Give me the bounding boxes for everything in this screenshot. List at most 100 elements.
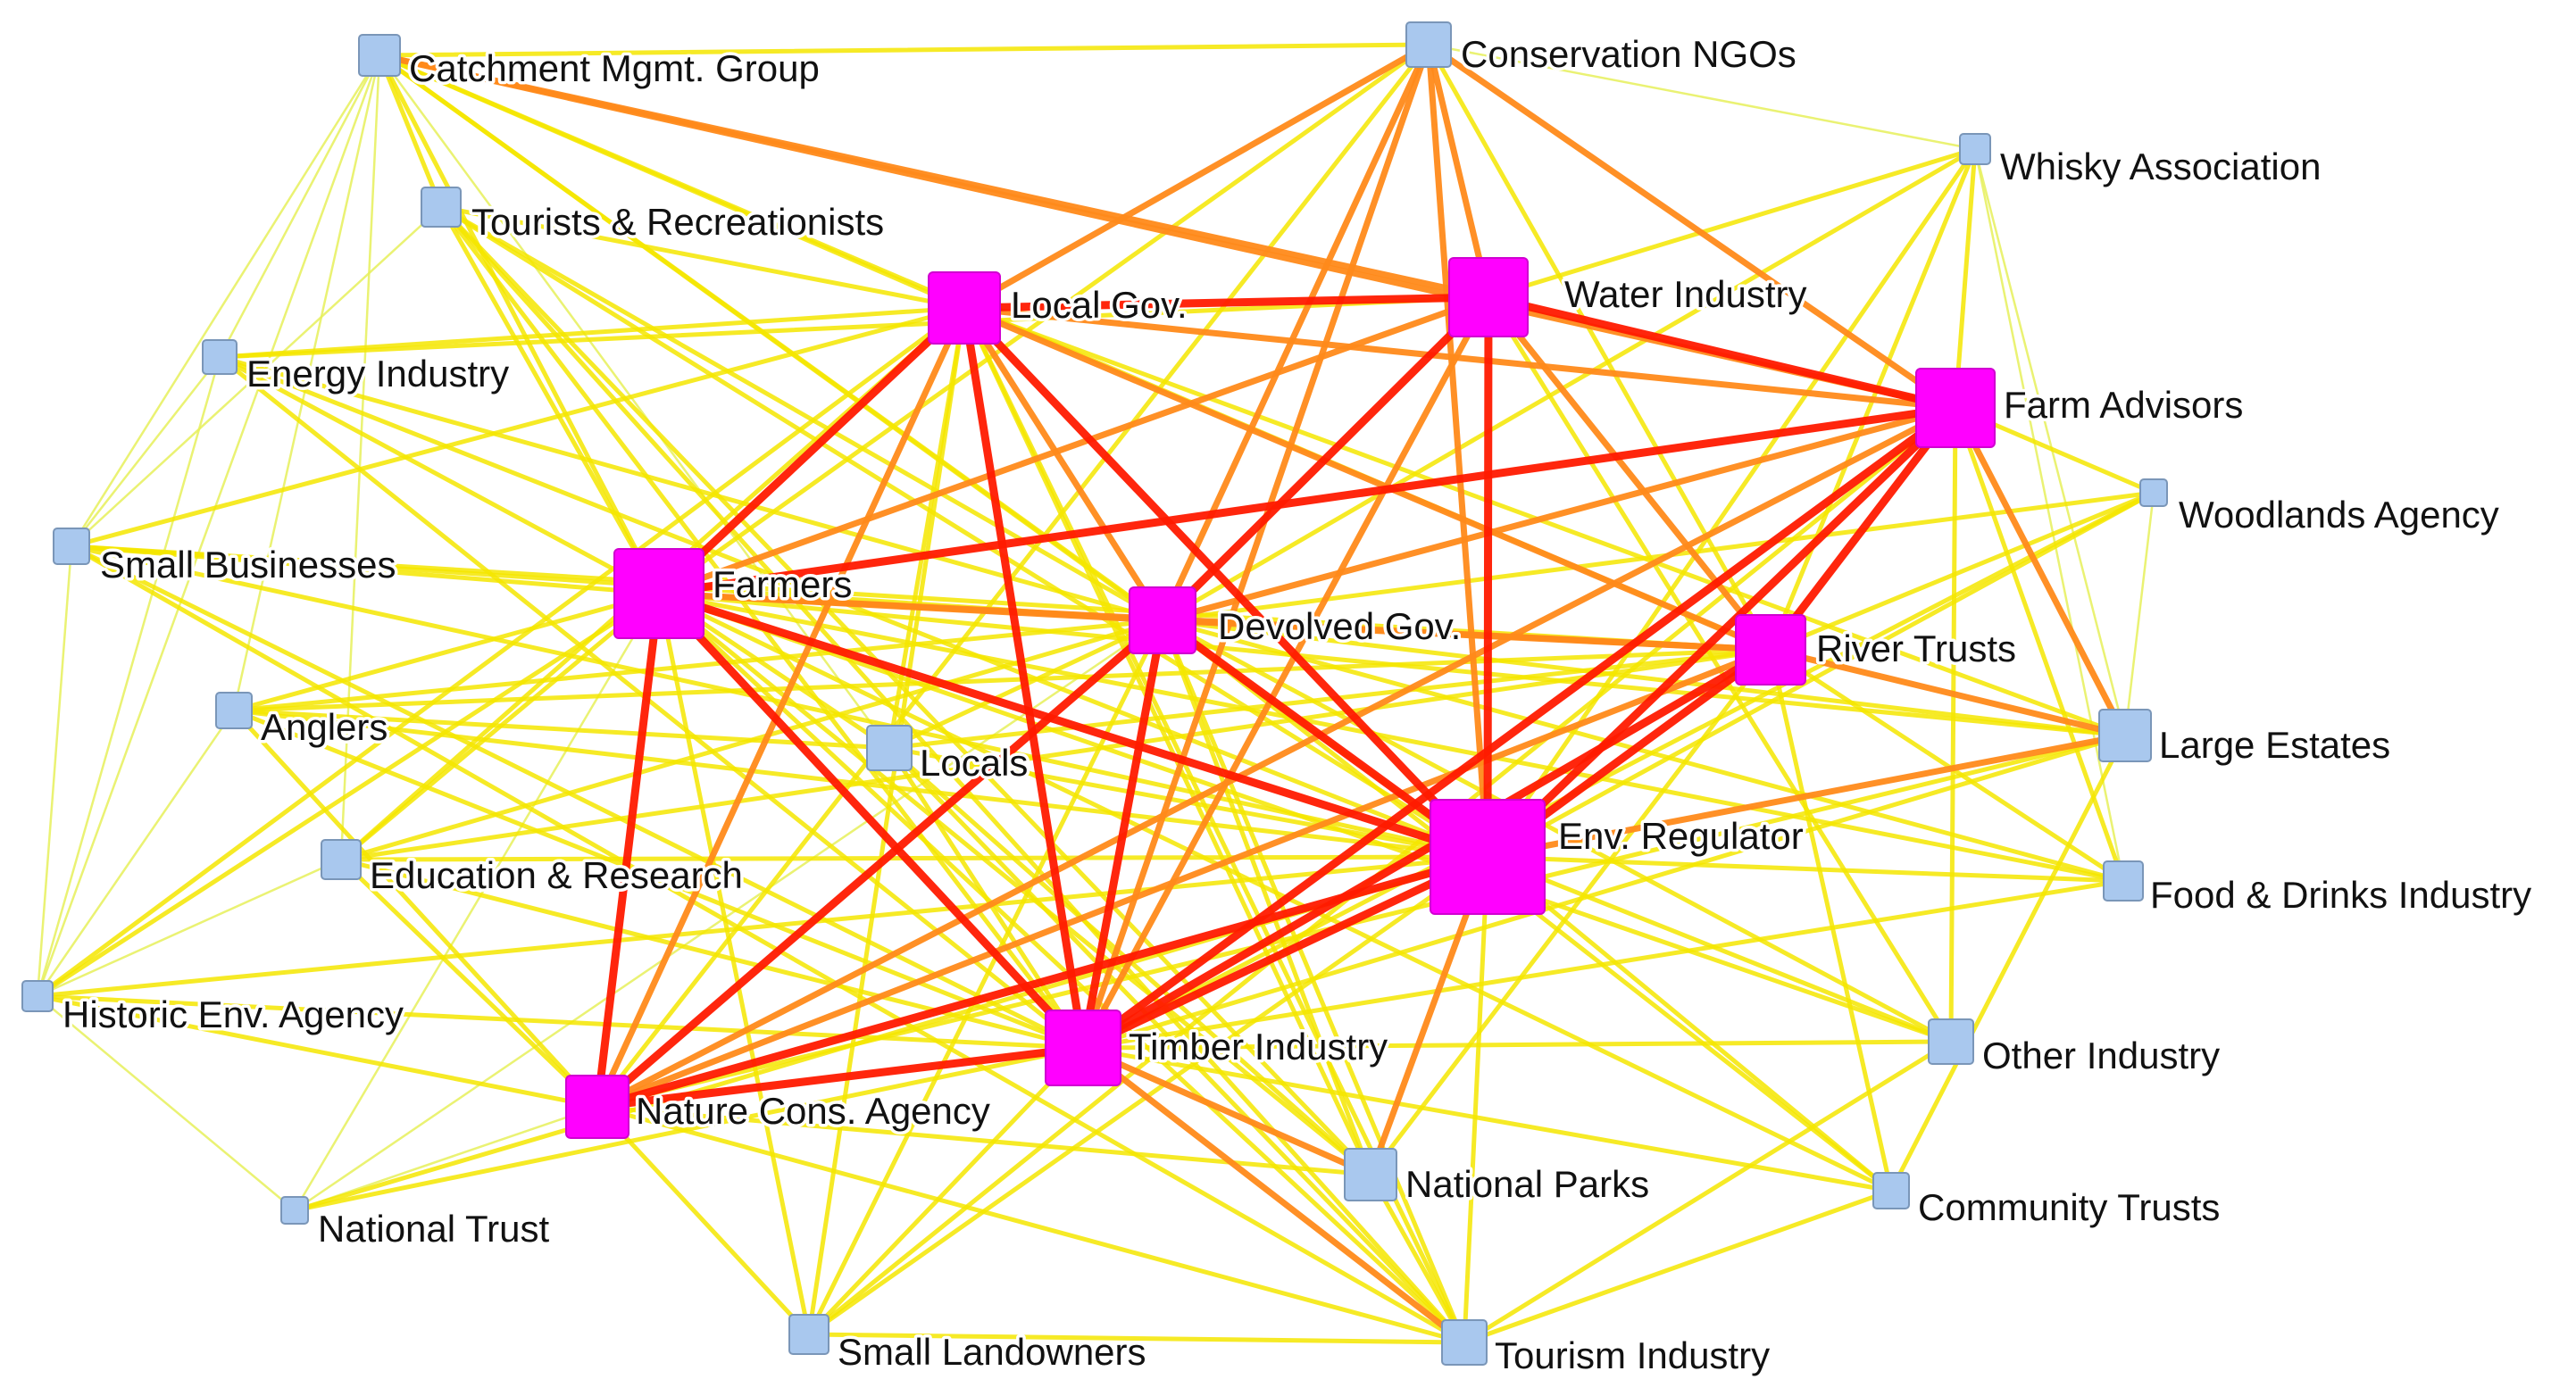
edge-conservation_ngos-farm_advisors <box>1425 41 1959 411</box>
node-label-local_gov: Local Gov. <box>1011 284 1188 326</box>
edge-anglers-devolved_gov <box>231 618 1165 713</box>
node-farm_advisors[interactable] <box>1915 368 1996 448</box>
edge-education-historic <box>36 858 343 998</box>
edge-food_drinks-timber <box>1080 878 2126 1051</box>
edge-env_regulator-timber <box>1079 852 1492 1052</box>
edge-conservation_ngos-env_regulator <box>1425 41 1491 860</box>
edge-whisky-large_estates <box>1973 147 2127 737</box>
node-energy[interactable] <box>202 339 238 375</box>
node-river_trusts[interactable] <box>1735 614 1806 686</box>
edge-farm_advisors-devolved_gov <box>1159 404 1959 624</box>
node-label-devolved_gov: Devolved Gov. <box>1218 605 1461 647</box>
edge-other_industry-farmers <box>656 591 1954 1044</box>
edge-tourism-farmers <box>656 591 1467 1345</box>
node-env_regulator[interactable] <box>1430 799 1546 915</box>
node-devolved_gov[interactable] <box>1129 586 1196 654</box>
node-label-water_industry: Water Industry <box>1564 273 1807 315</box>
edge-anglers-timber <box>231 708 1086 1051</box>
edge-small_business-env_regulator <box>69 544 1490 860</box>
edge-whisky-devolved_gov <box>1160 146 1978 623</box>
node-water_industry[interactable] <box>1448 257 1529 337</box>
edge-water_industry-farmers <box>655 294 1492 597</box>
node-label-national_trust: National Trust <box>318 1208 549 1250</box>
edge-river_trusts-nature_cons <box>594 646 1774 1110</box>
node-label-woodlands: Woodlands Agency <box>2179 494 2499 536</box>
node-label-locals: Locals <box>920 742 1028 784</box>
edge-catchment-historic <box>36 54 381 998</box>
node-timber[interactable] <box>1045 1010 1121 1086</box>
edge-other_industry-timber <box>1080 1039 1954 1051</box>
node-label-env_regulator: Env. Regulator <box>1558 815 1804 857</box>
edge-farm_advisors-farmers <box>654 403 1960 598</box>
node-label-education: Education & Research <box>370 854 743 896</box>
edge-devolved_gov-nature_cons <box>593 616 1167 1111</box>
node-large_estates[interactable] <box>2098 709 2152 762</box>
edge-water_industry-timber <box>1080 294 1492 1051</box>
node-national_trust[interactable] <box>280 1196 309 1225</box>
node-anglers[interactable] <box>215 692 253 729</box>
node-catchment[interactable] <box>358 34 401 77</box>
edge-anglers-nature_cons <box>231 708 600 1109</box>
node-label-river_trusts: River Trusts <box>1816 627 2016 669</box>
node-historic[interactable] <box>21 980 54 1012</box>
node-community_trusts[interactable] <box>1872 1172 1910 1209</box>
edge-conservation_ngos-local_gov <box>961 41 1432 312</box>
node-label-large_estates: Large Estates <box>2159 724 2390 766</box>
node-education[interactable] <box>321 839 362 880</box>
edge-devolved_gov-timber <box>1079 616 1167 1052</box>
edge-national_parks-nature_cons <box>595 1104 1373 1177</box>
node-locals[interactable] <box>866 725 913 771</box>
edge-water_industry-river_trusts <box>1485 294 1774 653</box>
node-tourists[interactable] <box>421 187 462 228</box>
node-small_business[interactable] <box>53 528 90 565</box>
edge-anglers-farmers <box>231 591 662 713</box>
edge-small_landowners-local_gov <box>806 305 967 1337</box>
node-farmers[interactable] <box>613 548 704 639</box>
node-local_gov[interactable] <box>928 271 1001 345</box>
node-food_drinks[interactable] <box>2103 860 2144 902</box>
edge-catchment-small_business <box>70 54 381 548</box>
edge-food_drinks-env_regulator <box>1485 854 2126 884</box>
edge-historic-farmers <box>35 591 662 999</box>
edge-conservation_ngos-devolved_gov <box>1159 41 1432 624</box>
node-tourism[interactable] <box>1441 1319 1488 1366</box>
edge-whisky-farm_advisors <box>1953 146 1978 411</box>
node-national_parks[interactable] <box>1344 1148 1397 1201</box>
node-nature_cons[interactable] <box>565 1075 629 1139</box>
edge-woodlands-large_estates <box>2123 491 2155 737</box>
edge-conservation_ngos-timber <box>1080 41 1432 1051</box>
edge-water_industry-farm_advisors <box>1484 293 1960 412</box>
edge-env_regulator-farmers <box>654 589 1492 861</box>
edge-education-devolved_gov <box>338 618 1165 862</box>
edge-farmers-nature_cons <box>593 589 663 1111</box>
node-label-farmers: Farmers <box>713 563 852 605</box>
edge-catchment-farmers <box>377 53 662 596</box>
edge-large_estates-devolved_gov <box>1160 618 2128 738</box>
edge-community_trusts-timber <box>1080 1045 1894 1193</box>
edge-historic-national_trust <box>36 994 296 1212</box>
node-label-whisky: Whisky Association <box>2000 145 2321 187</box>
edge-tourists-local_gov <box>438 204 967 311</box>
node-whisky[interactable] <box>1959 133 1991 165</box>
edge-other_industry-farm_advisors <box>1948 405 1958 1044</box>
edge-timber-national_parks <box>1080 1044 1374 1178</box>
edge-historic-nature_cons <box>35 993 600 1109</box>
edge-water_industry-conservation_ngos <box>1425 41 1492 301</box>
node-small_landowners[interactable] <box>788 1314 829 1355</box>
node-woodlands[interactable] <box>2139 478 2168 507</box>
edge-local_gov-water_industry <box>960 293 1493 312</box>
edge-river_trusts-large_estates <box>1767 646 2129 739</box>
edge-energy-farmers <box>217 354 662 596</box>
edge-timber-nature_cons <box>593 1043 1088 1111</box>
edge-farm_advisors-large_estates <box>1952 404 2129 739</box>
edge-small_landowners-timber <box>806 1045 1086 1337</box>
edge-water_industry-devolved_gov <box>1158 293 1493 625</box>
edge-local_gov-devolved_gov <box>961 304 1166 624</box>
node-other_industry[interactable] <box>1928 1018 1974 1065</box>
node-label-small_landowners: Small Landowners <box>838 1331 1146 1373</box>
node-conservation_ngos[interactable] <box>1405 21 1452 68</box>
edge-tourists-tourism <box>438 204 1467 1345</box>
edge-large_estates-farmers <box>656 591 2128 738</box>
edge-energy-small_business <box>70 355 221 548</box>
